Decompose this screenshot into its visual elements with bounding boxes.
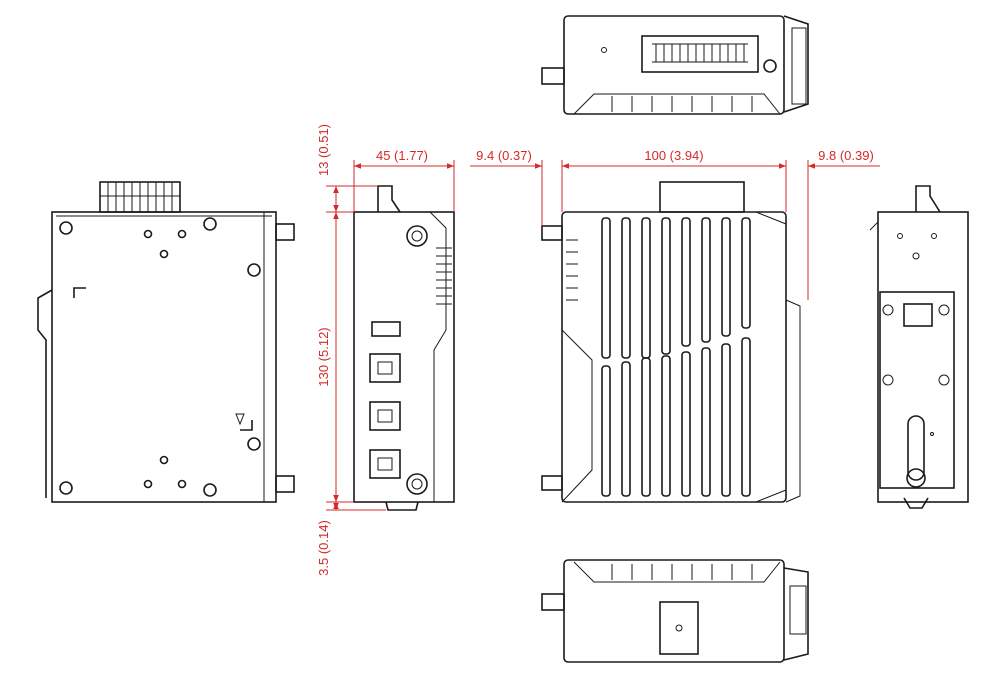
front-view	[353, 185, 455, 511]
dim-bottom-clip: 3.5 (0.14)	[316, 520, 331, 576]
dim-height-main: 130 (5.12)	[316, 327, 331, 386]
dim-width-side: 45 (1.77)	[376, 148, 428, 163]
right-end-view	[869, 185, 969, 509]
dim-depth-main: 100 (3.94)	[644, 148, 703, 163]
dim-gap-left: 9.4 (0.37)	[476, 148, 532, 163]
dim-top-clip: 13 (0.51)	[316, 124, 331, 176]
dim-gap-right: 9.8 (0.39)	[818, 148, 874, 163]
bottom-view	[541, 559, 809, 663]
rear-view	[37, 181, 295, 503]
dimension-lines	[326, 160, 880, 511]
dimension-labels: 45 (1.77) 9.4 (0.37) 100 (3.94) 9.8 (0.3…	[316, 124, 874, 576]
top-view	[541, 15, 809, 115]
side-view	[541, 181, 801, 503]
